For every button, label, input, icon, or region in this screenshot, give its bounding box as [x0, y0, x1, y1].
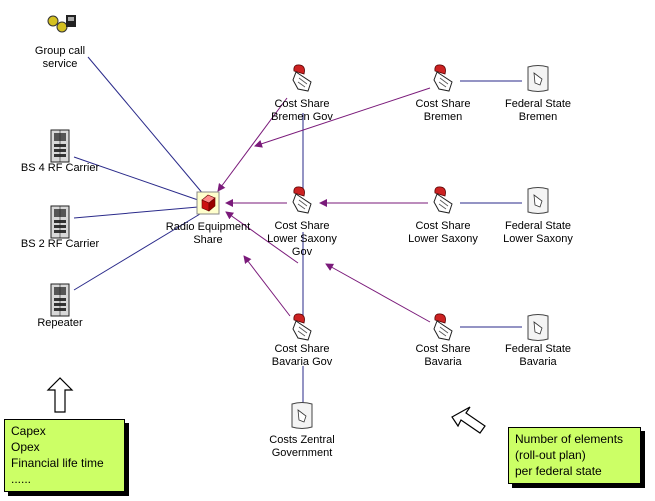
document-icon[interactable] [527, 187, 549, 214]
hand-card-icon[interactable] [433, 64, 453, 92]
node-label-line: Share [193, 234, 223, 246]
hand-card-icon[interactable] [292, 64, 312, 92]
node-label-line: Costs Zentral [269, 434, 335, 446]
node-label-line: Repeater [37, 317, 83, 329]
link-line [73, 156, 199, 201]
node-label-line: Bremen Gov [271, 111, 333, 123]
hand-card-icon[interactable] [433, 186, 453, 214]
note-rollout: Number of elements (roll-out plan) per f… [508, 427, 641, 484]
node-label-line: Federal State [504, 98, 572, 110]
note-line: Financial life time [11, 456, 104, 470]
group-call-icon[interactable] [47, 15, 76, 33]
node-label-line: Lower Saxony [408, 233, 478, 245]
rack-server-icon[interactable] [50, 205, 70, 239]
node-label-line: Gov [291, 246, 313, 258]
note-line: Capex [11, 424, 46, 438]
document-icon[interactable] [291, 402, 313, 429]
node-label-line: Bremen [423, 111, 463, 123]
node-label-line: Cost Share [415, 220, 471, 232]
node-label-line: Bavaria [519, 356, 557, 368]
cost-flow-arrow [254, 87, 431, 148]
hand-card-icon[interactable] [292, 313, 312, 341]
node-label-line: Radio Equipment [165, 221, 251, 233]
node-label-line: Government [271, 447, 333, 459]
node-label-line: Cost Share [415, 343, 471, 355]
cube-icon[interactable] [196, 191, 220, 215]
note-capex: Capex Opex Financial life time ...... [4, 419, 125, 492]
note-line: ...... [11, 472, 32, 486]
diagonal-arrow-icon [451, 406, 486, 434]
node-label-line: Group call [34, 45, 86, 57]
node-label-line: service [42, 58, 78, 70]
note-line: (roll-out plan) [515, 448, 586, 462]
link-line [87, 56, 205, 196]
node-label-repeater: Repeater [37, 317, 82, 330]
node-label-line: Cost Share [415, 98, 471, 110]
node-label-bs2: BS 2 RF Carrier [21, 238, 99, 251]
note-line: Opex [11, 440, 40, 454]
link-line [73, 213, 201, 291]
document-icon[interactable] [527, 65, 549, 92]
node-label-line: Lower Saxony [267, 233, 337, 245]
cost-flow-arrow [217, 97, 288, 192]
node-label-line: Lower Saxony [503, 233, 573, 245]
document-icon[interactable] [527, 314, 549, 341]
node-label-line: Bavaria Gov [271, 356, 333, 368]
node-label-line: Cost Share [274, 220, 330, 232]
node-label-bs4: BS 4 RF Carrier [21, 162, 99, 175]
cost-flow-arrow [325, 263, 431, 323]
hand-card-icon[interactable] [292, 186, 312, 214]
rack-server-icon[interactable] [50, 129, 70, 163]
node-label-line: BS 2 RF Carrier [20, 238, 100, 250]
rack-server-icon[interactable] [50, 283, 70, 317]
node-label-line: Federal State [504, 343, 572, 355]
node-label-line: Bremen [518, 111, 558, 123]
hand-card-icon[interactable] [433, 313, 453, 341]
link-line [73, 206, 199, 219]
node-label-line: Cost Share [274, 343, 330, 355]
up-arrow-icon [46, 377, 74, 413]
node-label-line: BS 4 RF Carrier [20, 162, 100, 174]
node-label-line: Cost Share [274, 98, 330, 110]
node-label-line: Bavaria [424, 356, 462, 368]
cost-flow-arrow [243, 255, 291, 317]
note-line: per federal state [515, 464, 602, 478]
note-line: Number of elements [515, 432, 624, 446]
node-label-line: Federal State [504, 220, 572, 232]
cost-flow-arrow [225, 211, 299, 264]
